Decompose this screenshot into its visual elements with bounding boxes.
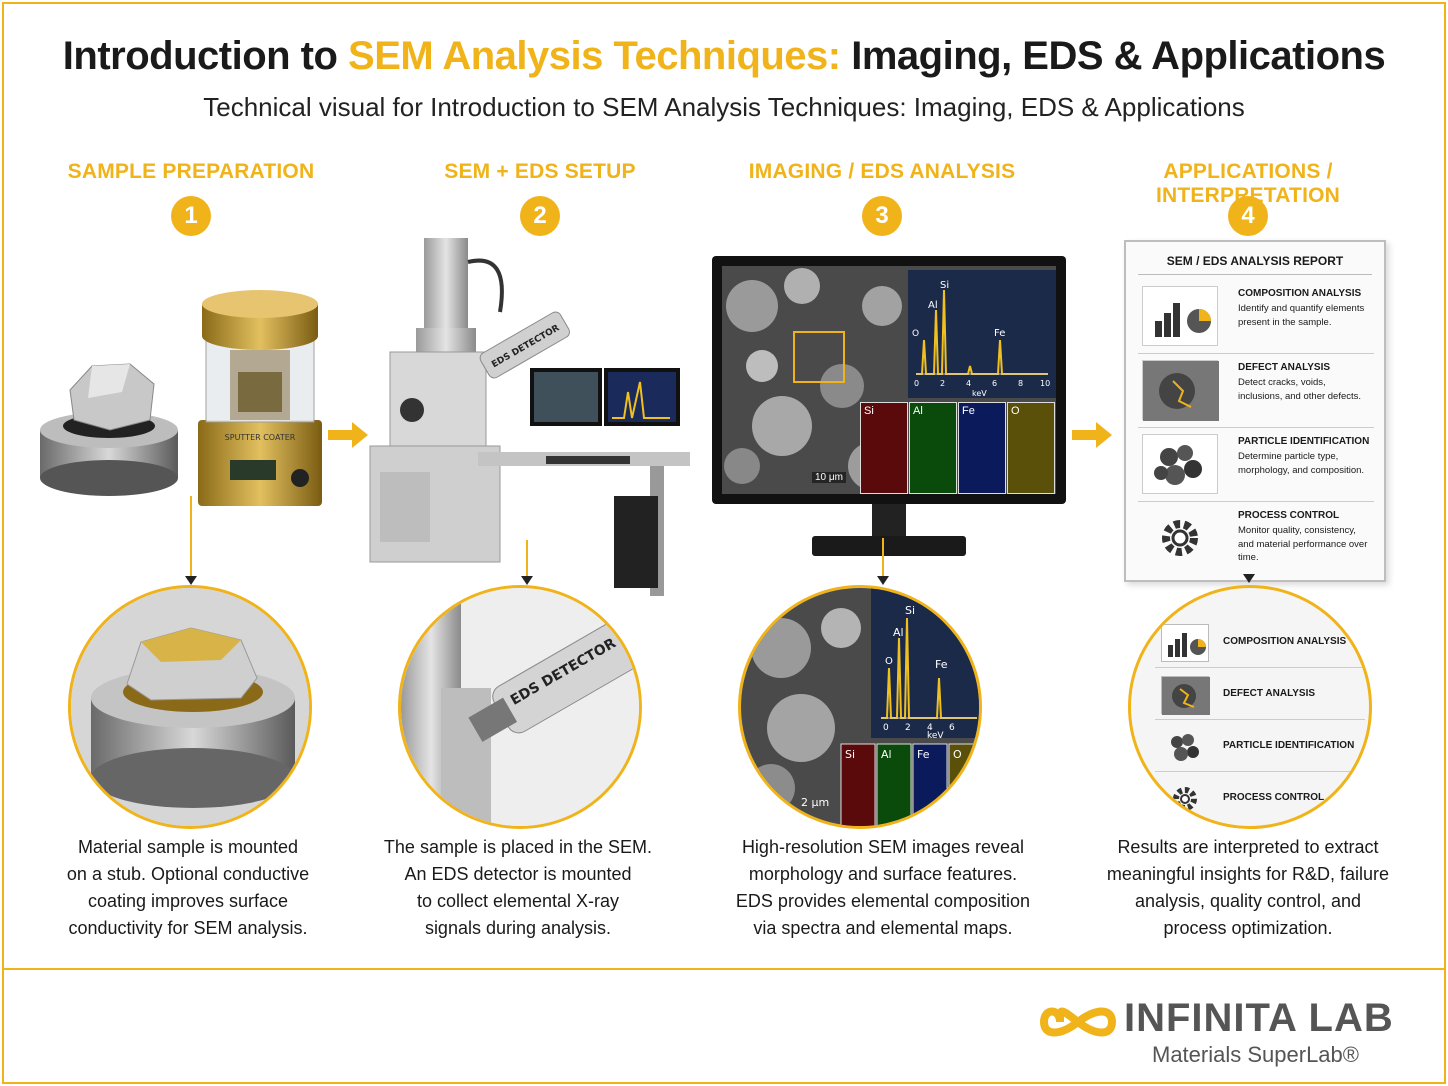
zoom-map-si: Si	[845, 748, 855, 761]
report-item-composition: COMPOSITION ANALYSIS Identify and quanti…	[1138, 280, 1374, 354]
step-2-badge: 2	[520, 196, 560, 236]
zoom-sample-stub	[68, 585, 312, 829]
zoom-peak-o: O	[885, 656, 893, 667]
workstation	[478, 368, 690, 596]
map-o: O	[1007, 402, 1055, 494]
defect-icon	[1161, 676, 1210, 715]
step-1-badge: 1	[171, 196, 211, 236]
eds-spectrum-panel: O Al Si Fe 0 2 4 6 8 10 keV	[908, 270, 1056, 398]
spectrum-tick: 2	[940, 379, 945, 388]
map-fe: Fe	[958, 402, 1006, 494]
gear-icon	[1142, 508, 1218, 568]
step-2-heading: SEM + EDS SETUP	[444, 160, 636, 183]
map-al: Al	[909, 402, 957, 494]
monitor-base	[812, 536, 966, 556]
zoom-peak-al: Al	[893, 626, 904, 639]
sample-stub	[40, 363, 178, 496]
spectrum-tick: 6	[992, 379, 997, 388]
zoom-report-row: PROCESS CONTROL	[1155, 774, 1365, 824]
defect-icon	[1142, 360, 1219, 421]
scale-bar: 10 μm	[812, 472, 846, 483]
zoom-peak-fe: Fe	[935, 658, 948, 671]
zoom-spectrum-tick: 0	[883, 723, 889, 733]
arrow-right-icon	[328, 422, 368, 448]
zoom-analysis: O Al Si Fe 0 2 4 6 keV Si Al Fe O 2 μm	[738, 585, 982, 829]
connector-line	[190, 496, 192, 578]
step-3-heading: IMAGING / EDS ANALYSIS	[748, 160, 1016, 183]
sem-column	[389, 238, 504, 449]
peak-al: Al	[928, 300, 938, 311]
arrow-down-icon	[185, 576, 197, 585]
zoom-report-row: COMPOSITION ANALYSIS	[1155, 618, 1365, 668]
connector-line	[526, 540, 528, 578]
report-title: SEM / EDS ANALYSIS REPORT	[1138, 254, 1372, 275]
map-si: Si	[860, 402, 908, 494]
page-subtitle: Technical visual for Introduction to SEM…	[203, 92, 1245, 122]
peak-o: O	[912, 329, 919, 339]
brand-tagline: Materials SuperLab®	[1152, 1042, 1359, 1067]
elemental-maps: Si Al Fe O	[860, 402, 1056, 494]
zoom-map-o: O	[953, 748, 962, 761]
zoom-report-row: DEFECT ANALYSIS	[1155, 670, 1365, 720]
coater-label: SPUTTER COATER	[225, 433, 296, 442]
spectrum-tick: 10	[1040, 379, 1050, 388]
spectrum-axis-label: keV	[972, 389, 987, 398]
report-item-defect: DEFECT ANALYSIS Detect cracks, voids, in…	[1138, 354, 1374, 428]
monitor-screen: O Al Si Fe 0 2 4 6 8 10 keV Si Al Fe O 1…	[722, 266, 1056, 494]
zoom-eds-detector: EDS DETECTOR	[398, 585, 642, 829]
chart-icon	[1142, 286, 1218, 346]
chart-icon	[1161, 624, 1209, 662]
particles-icon	[1142, 434, 1218, 494]
step-1-heading: SAMPLE PREPARATION	[67, 160, 315, 183]
connector-line	[882, 538, 884, 578]
analysis-report: SEM / EDS ANALYSIS REPORT COMPOSITION AN…	[1124, 240, 1386, 582]
monitor-stand	[872, 504, 906, 538]
zoom-spectrum-tick: 2	[905, 723, 911, 733]
zoom-scale-bar: 2 μm	[801, 796, 829, 809]
peak-fe: Fe	[994, 328, 1005, 339]
zoom-report-row: PARTICLE IDENTIFICATION	[1155, 722, 1365, 772]
sputter-coater: SPUTTER COATER	[198, 290, 322, 506]
gear-icon	[1161, 780, 1209, 818]
zoom-peak-si: Si	[905, 604, 915, 617]
page-title: Introduction to SEM Analysis Techniques:…	[62, 34, 1386, 78]
arrow-down-icon	[877, 576, 889, 585]
analysis-monitor: O Al Si Fe 0 2 4 6 8 10 keV Si Al Fe O 1…	[712, 256, 1066, 504]
step-4-badge: 4	[1228, 196, 1268, 236]
brand-logo: INFINITA LAB Materials SuperLab®	[1040, 994, 1400, 1070]
arrow-right-icon	[1072, 422, 1112, 448]
footer-divider	[2, 968, 1446, 970]
zoom-map-fe: Fe	[917, 748, 930, 761]
arrow-down-icon	[521, 576, 533, 585]
zoom-report: COMPOSITION ANALYSIS DEFECT ANALYSIS PAR…	[1128, 585, 1372, 829]
eds-spectrum: O Al Si Fe 0 2 4 6 8 10 keV	[912, 280, 1050, 398]
spectrum-tick: 0	[914, 379, 919, 388]
step-4-heading: APPLICATIONS / INTERPRETATION	[1156, 160, 1340, 207]
arrow-down-icon	[1243, 574, 1255, 583]
report-item-process: PROCESS CONTROL Monitor quality, consist…	[1138, 502, 1374, 576]
zoom-spectrum-axis-label: keV	[927, 731, 944, 741]
zoom-spectrum-tick: 4	[927, 723, 933, 733]
zoom-map-al: Al	[881, 748, 892, 761]
report-item-particle: PARTICLE IDENTIFICATION Determine partic…	[1138, 428, 1374, 502]
step-2-caption: The sample is placed in the SEM.An EDS d…	[383, 837, 653, 938]
peak-si: Si	[940, 280, 949, 291]
spectrum-tick: 4	[966, 379, 971, 388]
zoom-spectrum-tick: 6	[949, 723, 955, 733]
infinity-icon	[1040, 1007, 1116, 1037]
sample-prep-illustration: SPUTTER COATER	[40, 290, 322, 506]
particles-icon	[1161, 728, 1209, 766]
sem-setup-illustration: EDS DETECTOR	[369, 238, 690, 596]
spectrum-tick: 8	[1018, 379, 1023, 388]
brand-name: INFINITA LAB	[1124, 996, 1394, 1040]
step-3-badge: 3	[862, 196, 902, 236]
